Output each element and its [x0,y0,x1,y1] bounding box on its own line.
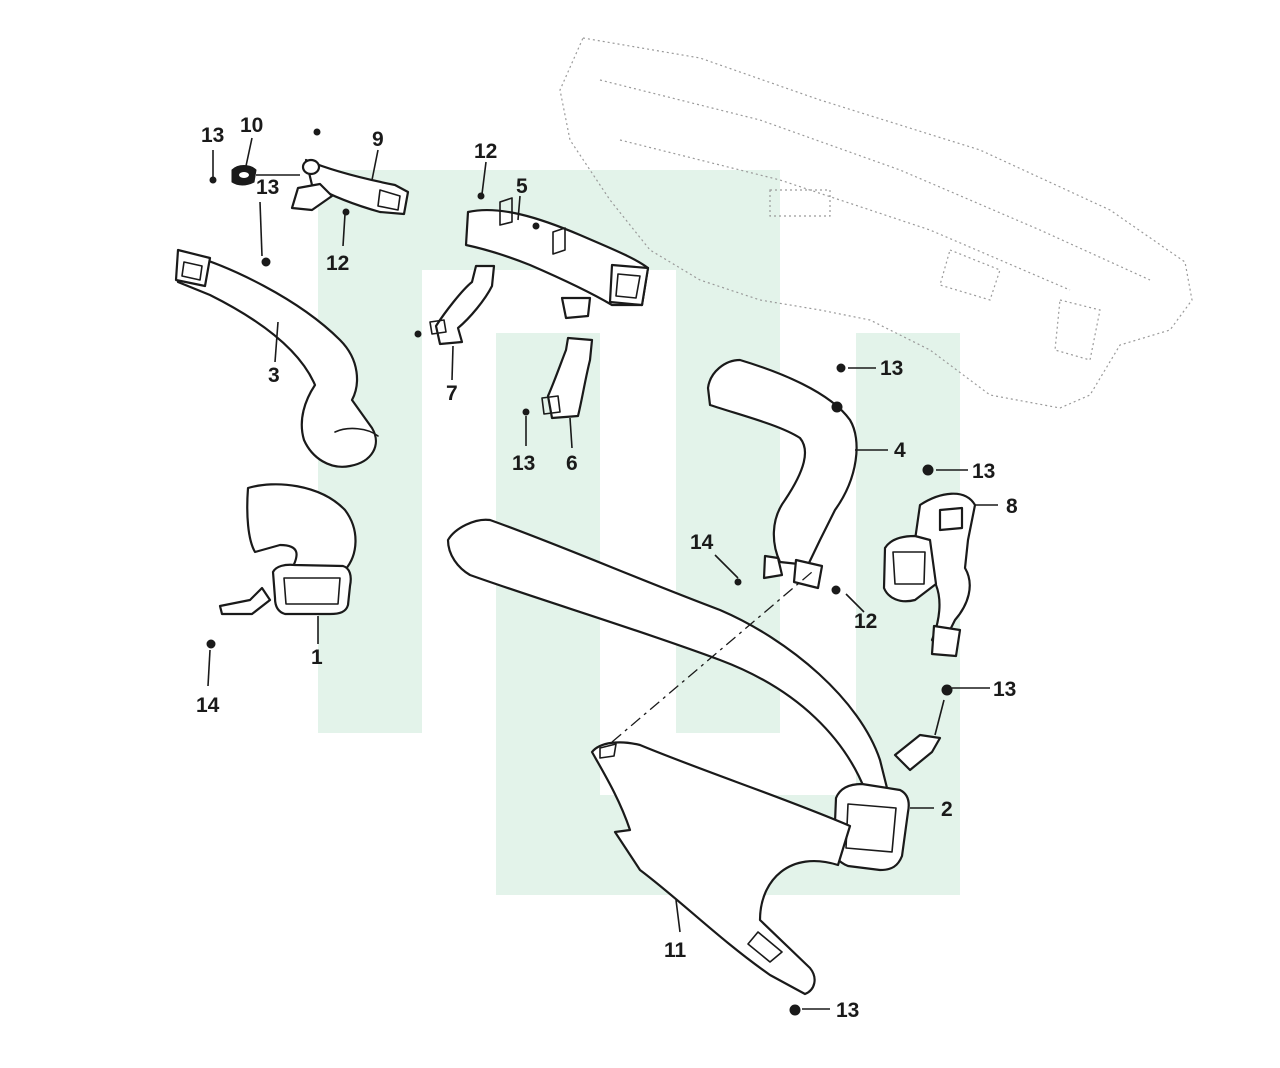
callout-13: 13 [836,999,859,1022]
callout-labels: 13 10 13 9 12 12 5 3 7 13 6 13 4 13 8 14… [196,114,1018,1022]
screw-icon [922,464,934,476]
vent-part-1 [218,483,357,616]
screw-icon [414,330,422,338]
callout-13: 13 [880,357,903,380]
callout-5: 5 [516,175,528,198]
callout-11: 11 [664,939,687,962]
callout-1: 1 [311,646,323,669]
callout-14: 14 [690,531,714,554]
callout-2: 2 [941,798,953,821]
callout-13: 13 [972,460,995,483]
duct-part-11 [590,741,852,996]
callout-14: 14 [196,694,220,717]
callout-13: 13 [256,176,279,199]
alignment-line [611,571,813,743]
vent-part-8 [882,492,977,658]
screw-icon [831,401,843,413]
callout-12: 12 [474,140,497,163]
screw-icon [831,585,841,595]
duct-part-3 [174,248,379,468]
duct-part-9 [290,158,410,216]
screw-icon [734,578,742,586]
callout-6: 6 [566,452,578,475]
screw-icon [836,363,846,373]
screw-icon [206,639,216,649]
screw-icon [789,1004,801,1016]
callout-13: 13 [993,678,1016,701]
duct-part-2 [446,518,942,872]
duct-part-7 [429,264,496,346]
duct-part-4 [706,358,858,590]
callout-13: 13 [512,452,535,475]
dashboard-outline [559,37,1193,409]
callout-4: 4 [894,439,906,462]
screw-icon [313,128,321,136]
duct-part-6 [541,336,594,420]
callout-12: 12 [854,610,877,633]
callout-8: 8 [1006,495,1018,518]
callout-7: 7 [446,382,458,405]
screw-icon [477,192,485,200]
callout-3: 3 [268,364,280,387]
clip-part-10 [231,165,257,186]
callout-9: 9 [372,128,384,151]
callout-13: 13 [201,124,224,147]
screw-icon [342,208,350,216]
duct-part-5 [464,197,650,320]
screw-icon [261,257,271,267]
screw-icon [532,222,540,230]
fasteners [206,128,953,1016]
screw-icon [522,408,530,416]
leader-lines [207,137,998,1010]
callout-10: 10 [240,114,263,137]
callout-12: 12 [326,252,349,275]
screw-icon [941,684,953,696]
